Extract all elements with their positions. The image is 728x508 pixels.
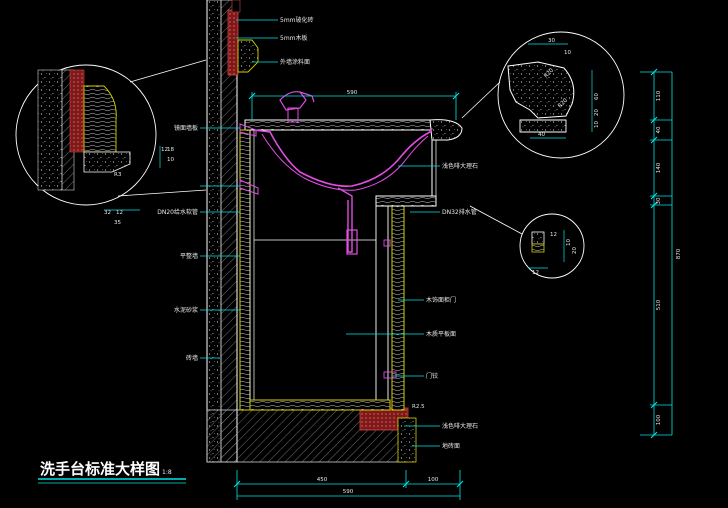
- label-water-pipe: DN20给水软管: [157, 208, 198, 216]
- dim-detail-side-b: 20: [594, 109, 600, 116]
- dim-seg-3: 140: [656, 162, 662, 173]
- label-brick: 砖墙: [186, 354, 198, 362]
- dim-total-height: 870: [676, 248, 682, 259]
- title-block: 洗手台标准大样图 1:8: [38, 460, 186, 484]
- dim-left-b: 18: [167, 147, 174, 153]
- leaders: [200, 19, 440, 447]
- top-tile-strip: [227, 0, 259, 76]
- right-lower-detail-callout: [469, 205, 585, 279]
- label-cement: 水泥砂浆: [174, 306, 198, 314]
- dim-counter-width: 590: [347, 90, 358, 96]
- drawing-scale: 1:8: [162, 469, 172, 476]
- dim-base-right: 100: [428, 477, 439, 483]
- dim-lower-a: 12: [550, 232, 557, 238]
- dim-left-r: R3: [114, 172, 122, 178]
- dim-seg-4: 30: [656, 197, 662, 204]
- dim-lower-d: 12: [532, 270, 539, 276]
- label-wall-fixture: 镜面墙板: [174, 124, 198, 132]
- floor-section: [206, 407, 417, 463]
- label-drain: DN32排水管: [442, 208, 477, 216]
- dim-detail-top-a: 30: [548, 38, 555, 44]
- label-shelf: 木质平板面: [426, 330, 456, 338]
- label-top-finish-1: 5mm玻化砖: [280, 16, 314, 24]
- label-mirror-light: 外墙涂料面: [280, 58, 310, 66]
- dim-left-c: 10: [167, 157, 174, 163]
- label-top-finish-2: 5mm木板: [280, 34, 308, 42]
- label-base-block: 地砖面: [442, 442, 460, 450]
- dim-base-left: 450: [317, 477, 328, 483]
- dim-detail-side-a: 60: [594, 93, 600, 100]
- left-detail-callout: [15, 59, 207, 211]
- drawing-title: 洗手台标准大样图: [40, 460, 160, 478]
- label-door-hinge: 门铰: [426, 372, 438, 380]
- dim-seg-2: 40: [656, 126, 662, 133]
- label-base-stone: 浅色啡大理石: [442, 422, 478, 430]
- dim-lower-b: 10: [566, 239, 572, 246]
- dim-left-e: 12: [116, 210, 123, 216]
- label-plaster: 平整墙: [180, 252, 198, 260]
- dim-left-f: 35: [114, 220, 121, 226]
- dim-lower-c: 20: [572, 247, 578, 254]
- label-counter-stone: 浅色啡大理石: [442, 162, 478, 170]
- label-cabinet-door: 木饰面柜门: [426, 296, 456, 304]
- right-top-detail-callout: [461, 31, 625, 159]
- dim-seg-5: 510: [656, 299, 662, 310]
- dim-left-a: 12: [161, 147, 168, 153]
- dim-seg-6: 100: [656, 414, 662, 425]
- dim-detail-bottom: 40: [538, 132, 545, 138]
- dimension-ticks: [233, 68, 658, 488]
- dim-overall-width: 590: [343, 489, 354, 495]
- dimension-lines: [236, 71, 673, 500]
- dim-base-small: R2.5: [412, 404, 425, 410]
- dim-seg-top: 110: [656, 90, 662, 101]
- dim-left-d: 32: [104, 210, 111, 216]
- dim-detail-top-b: 10: [564, 50, 571, 56]
- vanity-cabinet: [239, 119, 463, 411]
- dim-detail-side-c: 10: [594, 121, 600, 128]
- basin: [239, 91, 433, 255]
